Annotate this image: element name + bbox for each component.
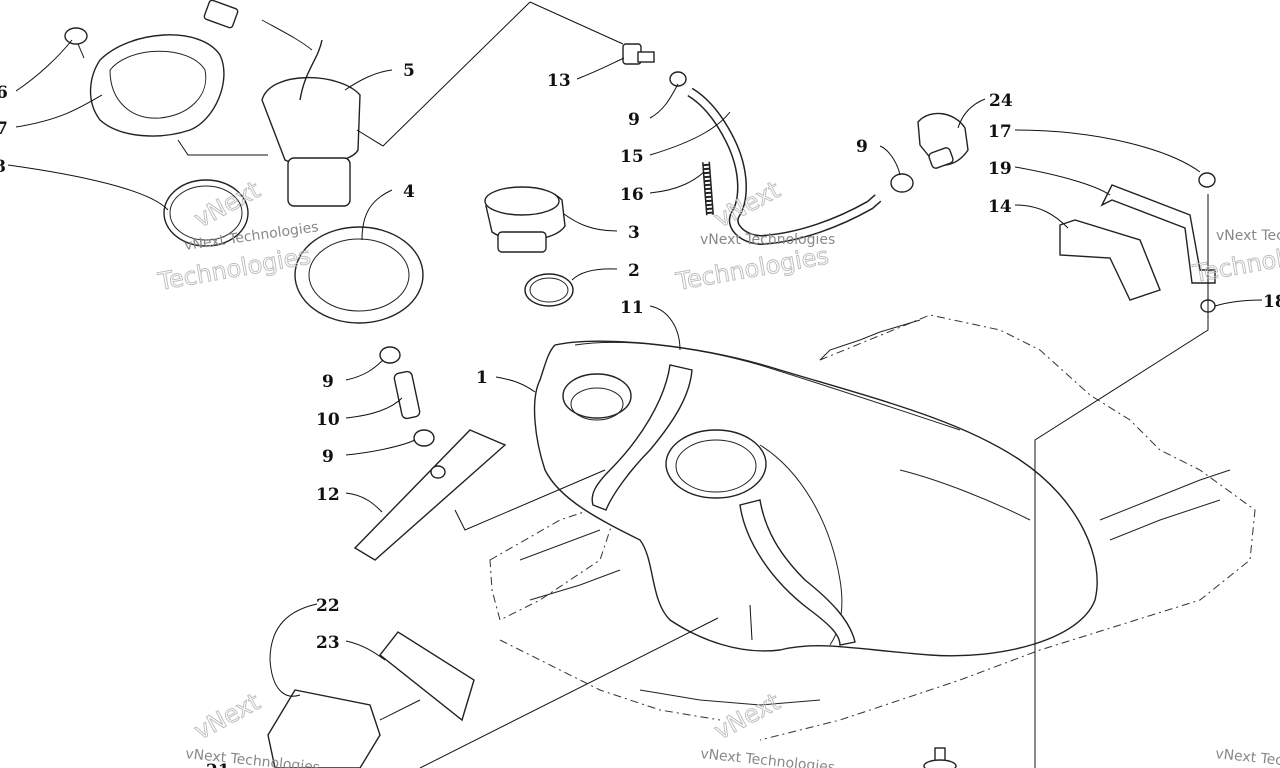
bracket-14 bbox=[1059, 219, 1161, 301]
callout-12: 12 bbox=[316, 485, 340, 505]
callout-3: 3 bbox=[628, 223, 640, 243]
callout-23: 23 bbox=[316, 633, 340, 653]
callout-4: 4 bbox=[403, 182, 415, 202]
svg-text:vNext Technologies: vNext Technologies bbox=[700, 746, 836, 768]
svg-text:Technologies: Technologies bbox=[673, 242, 831, 297]
fuel-pump-assembly bbox=[203, 0, 361, 207]
callout-18: 18 bbox=[1263, 292, 1280, 312]
svg-text:vNext: vNext bbox=[190, 688, 265, 746]
guard-22 bbox=[267, 689, 381, 768]
bolt-17 bbox=[1198, 172, 1216, 188]
callout-14: 14 bbox=[988, 197, 1012, 217]
pump-seal bbox=[163, 179, 249, 247]
callout-13: 13 bbox=[547, 71, 571, 91]
watermark-3: vNext Technologies Technologies bbox=[1190, 228, 1280, 289]
callout-24: 24 bbox=[989, 91, 1013, 111]
cap-o-ring bbox=[524, 273, 574, 307]
svg-text:vNext Technologies: vNext Technologies bbox=[700, 232, 835, 248]
fuel-tank bbox=[533, 340, 1098, 657]
bracket-19 bbox=[1100, 184, 1216, 284]
chassis-outline bbox=[489, 314, 1256, 741]
watermark-2: vNext Technologies vNext Technologies bbox=[673, 175, 836, 297]
callout-15: 15 bbox=[620, 147, 644, 167]
callout-11: 11 bbox=[620, 298, 644, 318]
svg-text:vNext: vNext bbox=[710, 176, 785, 234]
callout-9-a: 9 bbox=[628, 110, 640, 130]
svg-text:Technologies: Technologies bbox=[155, 242, 313, 297]
spring-hose bbox=[702, 161, 714, 216]
callout-22: 22 bbox=[316, 596, 340, 616]
callout-9-d: 9 bbox=[322, 447, 334, 467]
callout-2: 2 bbox=[628, 261, 640, 281]
callout-16: 16 bbox=[620, 185, 644, 205]
svg-text:vNext Technologies: vNext Technologies bbox=[1215, 746, 1280, 768]
callout-10: 10 bbox=[316, 410, 340, 430]
callout-6: 6 bbox=[0, 83, 8, 103]
callout-7: 7 bbox=[0, 119, 8, 139]
assembly-lines bbox=[177, 1, 1209, 768]
elbow-fitting bbox=[917, 112, 969, 169]
fuel-cap bbox=[484, 186, 566, 253]
callout-21: 21 bbox=[206, 761, 230, 768]
vent-hose bbox=[687, 87, 882, 246]
watermark-6: vNext Technologies bbox=[1215, 746, 1280, 768]
callout-1: 1 bbox=[476, 368, 488, 388]
callout-8: 8 bbox=[0, 157, 6, 177]
stud-bottom bbox=[923, 747, 957, 768]
callout-9-b: 9 bbox=[856, 137, 868, 157]
check-valve-fitting bbox=[622, 43, 655, 65]
svg-text:vNext Technologies: vNext Technologies bbox=[1216, 228, 1280, 244]
callout-9-c: 9 bbox=[322, 372, 334, 392]
foam-pad-23 bbox=[379, 631, 475, 722]
pump-cover-plate bbox=[89, 34, 225, 137]
fuel-tube bbox=[393, 370, 421, 420]
hose-clamps bbox=[379, 71, 914, 447]
watermark-5: vNext Technologies vNext bbox=[700, 687, 836, 768]
pump-mounting-ring bbox=[294, 226, 424, 324]
leader-lines bbox=[7, 39, 1263, 697]
cover-screw bbox=[64, 27, 88, 59]
callout-17: 17 bbox=[988, 122, 1012, 142]
callout-labels: 1 2 3 4 5 6 7 8 9 9 9 9 10 11 12 13 14 1… bbox=[0, 61, 1280, 768]
callout-5: 5 bbox=[403, 61, 415, 81]
fuel-pickup-filter bbox=[353, 429, 507, 561]
callout-19: 19 bbox=[988, 159, 1012, 179]
